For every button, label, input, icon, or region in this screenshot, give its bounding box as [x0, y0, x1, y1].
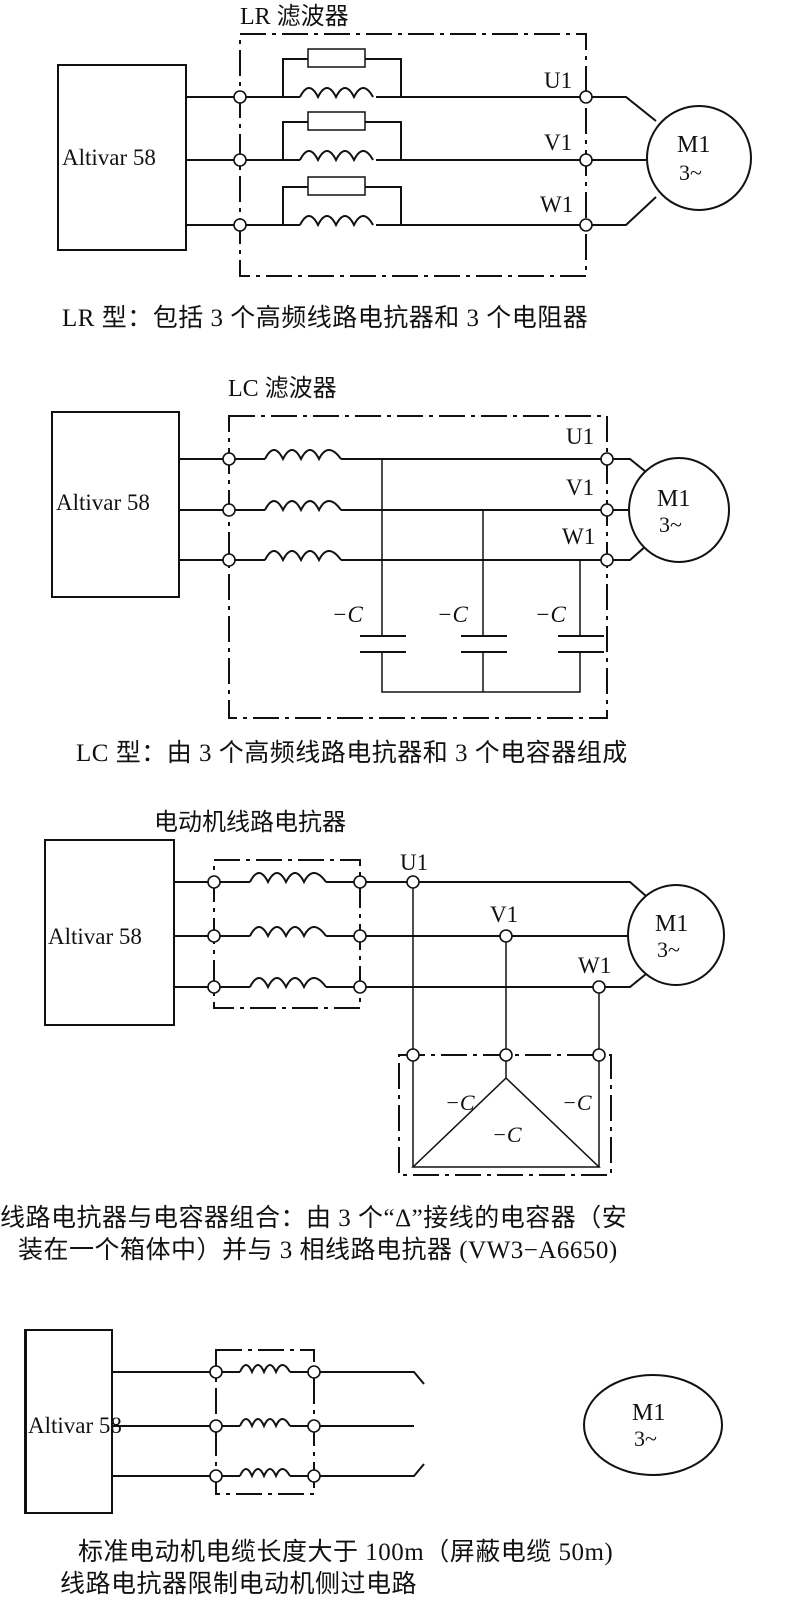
terminal-u1: U1 [566, 424, 594, 449]
motor-icon [627, 884, 725, 986]
drive-block [51, 411, 180, 598]
inductor-icon [264, 500, 342, 513]
capacitor-box-enclosure [398, 1054, 612, 1176]
motor-name: M1 [677, 132, 710, 158]
terminal-u1: U1 [544, 68, 572, 93]
inductor-icon [264, 449, 342, 462]
terminal-v1: V1 [566, 475, 594, 500]
phase-u [179, 458, 647, 473]
motor-icon [583, 1374, 723, 1476]
lc-filter-diagram: LC 滤波器 Altivar 58 −C −C −C U1 V1 W1 M1 3… [51, 375, 730, 719]
drive-block-frame [25, 1329, 113, 1514]
delta-capacitor-network [411, 1055, 601, 1168]
lr-filter-enclosure [239, 33, 587, 277]
reactor-only-caption-line-2: 线路电抗器限制电动机侧过电路 [60, 1571, 418, 1598]
terminal-w1: W1 [578, 953, 611, 978]
terminal-w1: W1 [540, 192, 573, 217]
motor-icon [628, 457, 730, 563]
capacitor-label: −C [437, 602, 469, 627]
drive-block [57, 64, 187, 251]
capacitor-label: −C [562, 1090, 592, 1115]
inductor-icon [239, 1364, 291, 1375]
inductor-icon [264, 550, 342, 563]
phase-u [112, 1371, 425, 1385]
drive-label: Altivar 58 [48, 924, 142, 949]
terminals [207, 875, 606, 1062]
terminals [222, 452, 614, 567]
lr-filter-title: LR 滤波器 [240, 3, 349, 30]
lc-filter-title: LC 滤波器 [228, 375, 337, 402]
phase-v [186, 111, 646, 163]
inductor-icon [239, 1418, 291, 1429]
reactor-only-diagram: Altivar 58 M1 3~ [24, 1329, 723, 1514]
motor-name: M1 [632, 1400, 665, 1426]
capacitor-label: −C [445, 1090, 475, 1115]
terminals [209, 1365, 321, 1483]
phase-w [174, 973, 647, 988]
capacitor-bank [360, 459, 604, 693]
inductor-icon [299, 150, 374, 163]
terminal-v1: V1 [490, 902, 518, 927]
drive-label: Altivar 58 [62, 145, 156, 170]
terminal-w1: W1 [562, 524, 595, 549]
lc-filter-enclosure [228, 415, 608, 719]
capacitor-label: −C [332, 602, 364, 627]
motor-name: M1 [657, 486, 690, 512]
motor-phase: 3~ [634, 1426, 657, 1451]
drive-block [44, 839, 175, 1026]
capacitor-label: −C [492, 1122, 522, 1147]
lc-filter-caption: LC 型：由 3 个高频线路电抗器和 3 个电容器组成 [76, 740, 628, 767]
capacitor-feed-lines [412, 882, 600, 1055]
inductor-icon [249, 872, 327, 885]
reactor-only-caption-line-1: 标准电动机电缆长度大于 100m（屏蔽电缆 50m) [78, 1539, 614, 1566]
lr-filter-caption: LR 型：包括 3 个高频线路电抗器和 3 个电阻器 [62, 305, 589, 332]
capacitor-label: −C [535, 602, 567, 627]
reactor-delta-diagram: 电动机线路电抗器 Altivar 58 −C −C −C U1 V1 W1 M1… [44, 809, 725, 1176]
reactor-title: 电动机线路电抗器 [154, 809, 346, 836]
reactor-delta-caption-line-1: 线路电抗器与电容器组合：由 3 个“Δ”接线的电容器（安 [0, 1205, 628, 1232]
terminal-u1: U1 [400, 850, 428, 875]
inductor-icon [299, 215, 374, 228]
phase-w [179, 545, 647, 561]
motor-phase: 3~ [679, 160, 702, 185]
motor-name: M1 [655, 911, 688, 937]
inductor-icon [249, 926, 327, 939]
inductor-icon [239, 1468, 291, 1479]
inductor-icon [249, 977, 327, 990]
reactor-delta-caption-line-2: 装在一个箱体中）并与 3 相线路电抗器 (VW3−A6650) [18, 1237, 618, 1264]
drive-label: Altivar 58 [56, 490, 150, 515]
motor-phase: 3~ [659, 512, 682, 537]
motor-icon [646, 105, 752, 211]
inductor-icon [299, 87, 374, 100]
terminal-v1: V1 [544, 130, 572, 155]
phase-w [186, 176, 657, 228]
terminals [233, 90, 593, 232]
drive-label: Altivar 58 [28, 1413, 122, 1438]
motor-phase: 3~ [657, 937, 680, 962]
lr-filter-diagram: LR 滤波器 Altivar 58 U1 V1 W1 M1 3~ [57, 3, 752, 277]
phase-u [186, 48, 657, 122]
